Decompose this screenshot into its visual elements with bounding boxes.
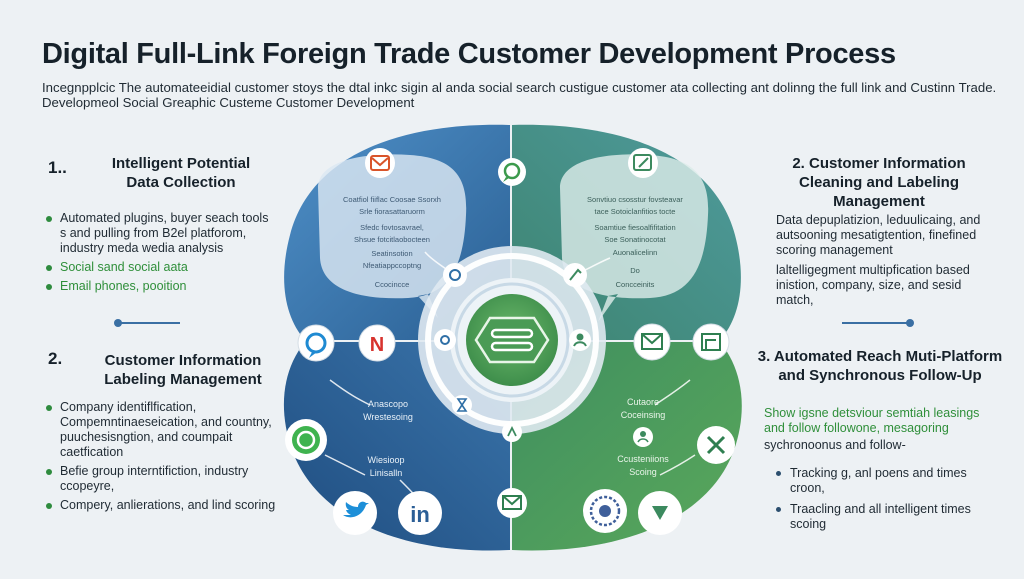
section-2-bullet: Befie group interntifiction, industry cc… [44, 464, 276, 494]
section-3-heading: 2. Customer Information Cleaning and Lab… [792, 155, 966, 210]
divider [842, 319, 914, 327]
section-4-body: sychronoonus and follow- [764, 438, 906, 452]
page-title: Digital Full-Link Foreign Trade Customer… [42, 38, 896, 70]
browser-icon [692, 323, 730, 361]
section-2-bullet: Company identiflfication, Compemntinaese… [44, 400, 276, 460]
people-icon [633, 427, 653, 447]
hook-icon [563, 263, 587, 287]
section-1-list: Automated plugins, buyer seach tools s a… [44, 211, 274, 298]
bubble-text: Auonalicelinn [613, 248, 658, 257]
whatsapp-icon [285, 419, 327, 461]
circle-app-icon [297, 324, 335, 362]
svg-text:N: N [370, 334, 384, 356]
bubble-data-collection [318, 154, 467, 318]
twitter-icon [333, 491, 377, 535]
quadrant-text: Scoing [629, 467, 657, 477]
bubble-text: Ccocincce [375, 280, 410, 289]
bubble-text: Soamtiue fiesoalfifitation [594, 223, 675, 232]
core-hexagon [474, 316, 550, 364]
quadrant-text: Wrestesoing [363, 412, 413, 422]
bubble-text: Sfedc fovtosavrael, [360, 223, 424, 232]
section-4-bullet: Tracking g, anl poens and times croon, [772, 466, 992, 496]
bubble-text: Sonvtiuo csosstur fovsteavar [587, 195, 683, 204]
chat-icon [498, 158, 526, 186]
section-3-body: Data depuplatizion, leduulicaing, and au… [776, 213, 981, 257]
hook-icon [502, 422, 522, 442]
edit-icon [628, 148, 658, 178]
section-2-heading: Customer Information Labeling Management [104, 352, 262, 388]
section-1-bullet: Social sand social aata [44, 260, 274, 275]
bubble-text: Seatinsotion [371, 249, 412, 258]
quadrant-text: Coceinsing [621, 410, 666, 420]
section-4-bullet: Traacling and all intelligent times scoi… [772, 502, 992, 532]
bubble-text: Nfeatiappccoptng [363, 261, 421, 270]
section-1-bullet: Automated plugins, buyer seach tools s a… [44, 211, 274, 256]
bubble-text: Concceinits [616, 280, 655, 289]
settings-icon [434, 329, 456, 351]
quadrant-text: Linisalln [370, 468, 403, 478]
quadrant-text: Wiesioop [367, 455, 404, 465]
bubble-text: Do [630, 266, 640, 275]
section-1-number: 1.. [48, 158, 67, 177]
flag-icon: N [358, 324, 396, 362]
hourglass-icon [452, 395, 472, 415]
bubble-text: Srle fiorasattaruorm [359, 207, 425, 216]
people-icon [569, 329, 591, 351]
svg-text:in: in [410, 502, 430, 527]
linkedin-icon: in [398, 491, 442, 535]
section-2-bullet: Compery, anlierations, and lind scoring [44, 498, 276, 513]
quadrant-text: Ccusteniions [617, 454, 669, 464]
social-icon [443, 263, 467, 287]
mail-icon [365, 148, 395, 178]
message-icon [497, 488, 527, 518]
bubble-text: Soe Sonatinocotat [604, 235, 666, 244]
section-1-heading: Intelligent Potential Data Collection [111, 155, 251, 191]
section-4-list: Tracking g, anl poens and times croon, T… [772, 466, 992, 538]
section-3-body-2: laltelligegment multipfication based ini… [776, 263, 970, 307]
section-1-bullet: Email phones, pooition [44, 279, 274, 294]
link-icon [490, 328, 534, 352]
envelope-icon [633, 323, 671, 361]
quadrant-text: Cutaore [627, 397, 659, 407]
bubble-text: Coatfiol fiiflac Coosae Ssorxh [343, 195, 441, 204]
seal-icon [583, 489, 627, 533]
section-4-body-green: Show igsne detsviour semtiah leasings an… [764, 406, 980, 435]
quadrant-text: Anascopo [368, 399, 408, 409]
bubble-text: tace Sotoiclanfitios tocte [595, 207, 676, 216]
triangle-icon [638, 491, 682, 535]
section-4-heading: 3. Automated Reach Muti-Platform and Syn… [757, 348, 1003, 384]
tools-icon [697, 426, 735, 464]
page-subtitle: Incegnpplcic The automateeidial customer… [42, 80, 997, 110]
section-2-number: 2. [48, 349, 63, 368]
bubble-cleaning [560, 154, 709, 322]
divider [114, 319, 180, 327]
bubble-text: Shsue fotcitlaobocteen [354, 235, 430, 244]
section-2-list: Company identiflfication, Compemntinaese… [44, 400, 276, 517]
